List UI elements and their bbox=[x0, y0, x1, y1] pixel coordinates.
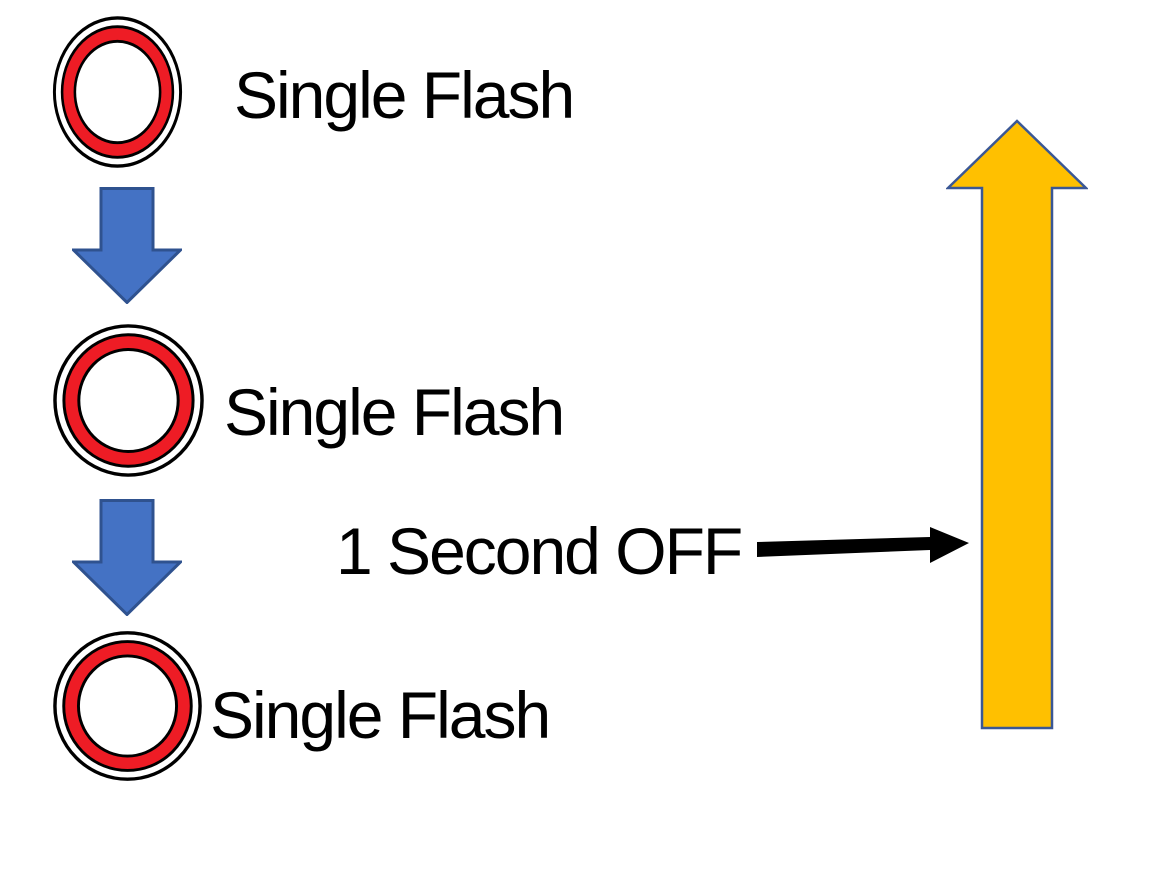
flash-step-label: Single Flash bbox=[234, 58, 575, 132]
right-arrow-icon bbox=[757, 527, 969, 563]
flash-red-ring-outer-edge bbox=[62, 640, 193, 772]
up-arrow-icon bbox=[946, 119, 1088, 730]
flash-circle-icon bbox=[53, 324, 204, 477]
flash-step-label: Single Flash bbox=[210, 678, 551, 752]
flash-red-ring bbox=[63, 334, 194, 467]
flash-red-ring bbox=[63, 641, 192, 771]
flash-circle-icon bbox=[52, 16, 183, 168]
flash-step-label: Single Flash bbox=[224, 375, 565, 449]
flash-red-ring-outer-edge bbox=[62, 333, 195, 468]
down-arrow-icon bbox=[72, 499, 182, 616]
flash-circle-icon bbox=[53, 631, 202, 781]
flash-red-ring bbox=[62, 26, 173, 158]
flash-red-ring-inner-edge bbox=[76, 654, 179, 758]
up-arrow-shape bbox=[946, 119, 1088, 730]
down-arrow-icon bbox=[72, 187, 182, 304]
flash-red-ring-inner-edge bbox=[77, 348, 180, 453]
flash-red-ring-inner-edge bbox=[73, 39, 162, 145]
down-arrow-shape bbox=[72, 499, 182, 616]
off-interval-label: 1 Second OFF bbox=[336, 514, 743, 588]
flash-red-ring-outer-edge bbox=[60, 25, 175, 159]
right-arrow-shape bbox=[757, 527, 969, 563]
down-arrow-shape bbox=[72, 187, 182, 304]
